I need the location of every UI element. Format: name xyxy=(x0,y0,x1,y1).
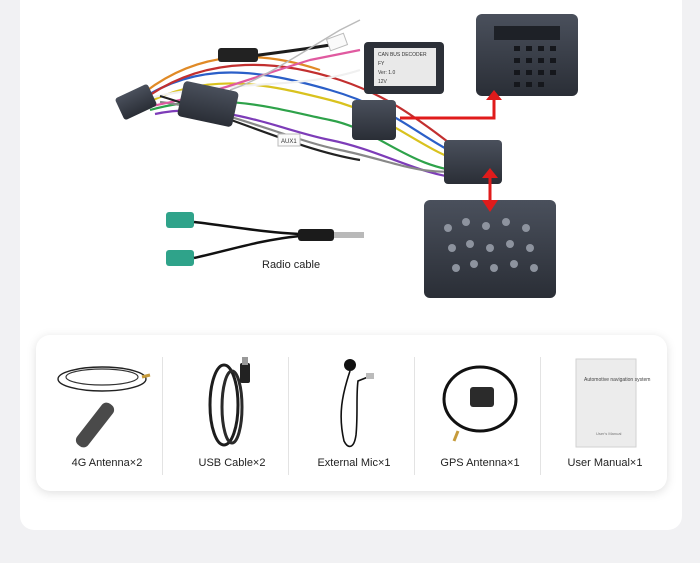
accessory-label: 4G Antenna×2 xyxy=(71,457,143,469)
microphone-icon xyxy=(340,359,374,448)
svg-text:AUX1: AUX1 xyxy=(281,139,297,145)
connector-top-right xyxy=(476,14,578,96)
accessory-usb-cable: USB Cable×2 xyxy=(170,335,294,491)
connector-bottom-right xyxy=(424,200,556,298)
canbus-module: CAN BUS DECODER FY Ver: 1.0 12V xyxy=(364,42,444,94)
wiring-harness-photo: CAN BUS DECODER FY Ver: 1.0 12V AUX1 xyxy=(115,14,578,298)
divider xyxy=(288,357,289,475)
accessory-label: GPS Antenna×1 xyxy=(440,457,520,469)
usb-cable-icon xyxy=(208,357,250,447)
accessory-gps-antenna: GPS Antenna×1 xyxy=(418,335,542,491)
fuse-holder xyxy=(218,48,258,62)
manual-cover-title: Automotive navigation system xyxy=(584,377,650,383)
module-text-line-1: CAN BUS DECODER xyxy=(378,52,427,58)
divider xyxy=(162,357,163,475)
accessory-label: USB Cable×2 xyxy=(198,457,266,469)
connector-left xyxy=(115,84,157,120)
4g-antenna-icon xyxy=(57,366,151,448)
divider xyxy=(540,357,541,475)
radio-cable xyxy=(166,212,364,266)
arrow-up-small-icon xyxy=(482,168,498,178)
arrow-down-icon xyxy=(482,200,498,212)
accessory-user-manual: Automotive navigation system User's Manu… xyxy=(544,335,666,491)
radio-cable-label: Radio cable xyxy=(262,259,321,271)
manual-cover-footer: User's Manual xyxy=(596,431,622,436)
wire-tag xyxy=(325,32,349,52)
accessory-4g-antenna: 4G Antenna×2 xyxy=(46,335,168,491)
divider xyxy=(414,357,415,475)
accessory-label: User Manual×1 xyxy=(567,457,643,469)
connector-mid xyxy=(177,81,239,127)
module-text-line-3: Ver: 1.0 xyxy=(378,70,395,76)
connector-lower xyxy=(352,100,396,140)
module-text-line-2: FY xyxy=(378,61,385,67)
accessory-label: External Mic×1 xyxy=(317,457,391,469)
gps-antenna-icon xyxy=(442,365,518,442)
accessories-panel: 4G Antenna×2 USB Cable×2 External Mic×1 … xyxy=(36,335,667,491)
manual-icon: Automotive navigation system User's Manu… xyxy=(575,358,650,448)
module-text-line-4: 12V xyxy=(378,79,388,85)
aux-tag: AUX1 xyxy=(277,133,301,147)
accessory-external-mic: External Mic×1 xyxy=(292,335,416,491)
arrow-up-icon xyxy=(486,90,502,100)
